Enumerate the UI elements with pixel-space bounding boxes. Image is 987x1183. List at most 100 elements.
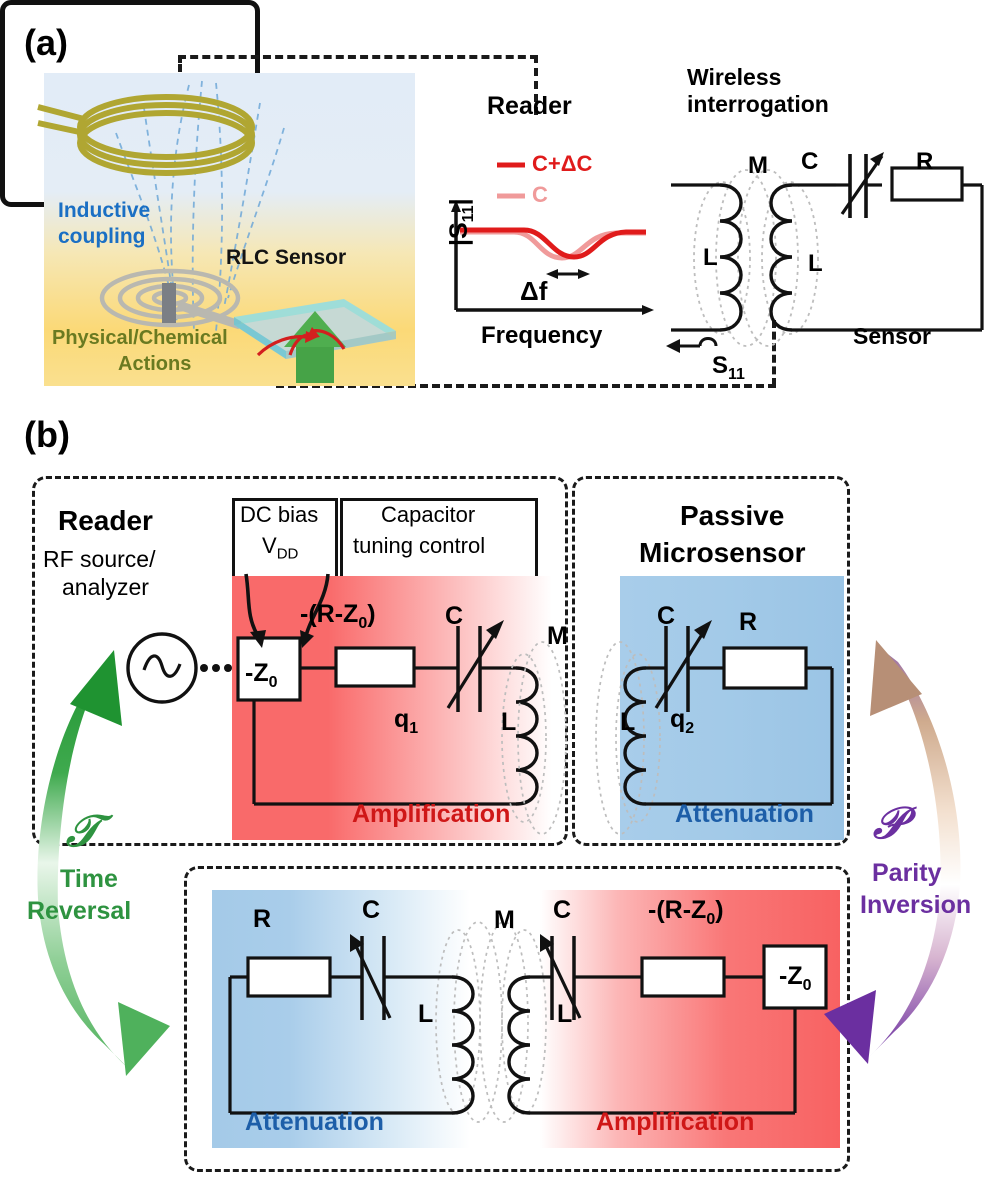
legend-line-c <box>497 193 525 199</box>
y-axis-sub: 11 <box>460 205 477 223</box>
y-axis-end: | <box>445 198 473 206</box>
label-s11-a: S11 <box>712 352 745 384</box>
wireless-line2: interrogation <box>687 91 829 117</box>
s11-y-axis-label: |S11| <box>445 198 478 246</box>
reader-title-b: Reader <box>58 505 153 536</box>
label-L-bottom-right: L <box>557 1000 573 1028</box>
time-reversal-arrow <box>37 650 170 1076</box>
gain-label-bottom: -(R-Z0) <box>648 896 724 929</box>
parity-inversion-line2: Inversion <box>860 891 972 919</box>
label-L-right-a: L <box>808 250 823 277</box>
bottom-circuit-schematic <box>228 921 828 1123</box>
y-axis-text: |S <box>445 222 473 246</box>
s-param-text: S <box>712 352 729 379</box>
label-C-microsensor: C <box>657 602 676 630</box>
reader-subtitle-2: analyzer <box>62 574 149 600</box>
gain-sub-bottom: 0 <box>706 911 716 928</box>
microsensor-dashed-box <box>572 476 850 846</box>
caption-attenuation-bottom: Attenuation <box>245 1108 384 1136</box>
z0-sub: 0 <box>268 674 278 691</box>
label-C-bottom-left: C <box>362 896 381 924</box>
z0-sub-bottom: 0 <box>802 977 812 994</box>
illustration-graphics <box>37 80 396 383</box>
legend-label-c: C <box>532 182 548 207</box>
s-param-sub: 11 <box>728 365 745 383</box>
label-L-top-reader: L <box>501 708 517 736</box>
gain-text: -(R-Z <box>300 600 359 628</box>
label-coupling: coupling <box>58 225 146 248</box>
microsensor-title-1: Passive <box>680 500 785 531</box>
time-reversal-symbol: 𝒯 <box>66 807 100 856</box>
label-inductive: Inductive <box>58 199 151 222</box>
panel-a-dash-bottom <box>276 384 776 388</box>
q2-text: q <box>670 705 686 733</box>
label-R-microsensor: R <box>739 608 758 636</box>
label-sensor-a: Sensor <box>853 323 931 349</box>
label-rlc-sensor: RLC Sensor <box>226 246 347 269</box>
dc-bias-v: V <box>262 533 277 558</box>
z0-box-label-bottom: -Z0 <box>779 962 812 995</box>
microsensor-title-2: Microsensor <box>639 537 806 568</box>
label-C-a: C <box>801 148 819 175</box>
amplification-region-bottom <box>540 890 840 1148</box>
label-q2: q2 <box>670 705 694 738</box>
reader-subtitle-1: RF source/ <box>43 546 156 572</box>
parity-inversion-arrow <box>824 640 961 1064</box>
microsensor-circuit-schematic <box>595 620 834 835</box>
time-reversal-line1: Time <box>60 865 118 893</box>
attenuation-region-bottom <box>212 890 470 1148</box>
label-R-a: R <box>916 148 934 175</box>
reader-title-a: Reader <box>487 92 572 120</box>
gain-end-bottom: ) <box>715 896 724 924</box>
legend-line-cdc <box>497 162 525 168</box>
panel-a-dash-top-right <box>534 55 538 115</box>
cap-tuning-line1: Capacitor <box>381 502 476 527</box>
time-reversal-line2: Reversal <box>27 897 132 925</box>
label-M-bottom: M <box>494 906 515 934</box>
parity-inversion-line1: Parity <box>872 859 942 887</box>
delta-f-annotation: Δf <box>520 276 548 306</box>
dc-bias-line1: DC bias <box>240 502 319 527</box>
panel-a-letter: (a) <box>24 22 68 63</box>
caption-amplification-bottom: Amplification <box>596 1108 755 1136</box>
amplification-region <box>232 576 552 840</box>
label-R-bottom-left: R <box>253 905 272 933</box>
gain-end: ) <box>367 600 376 628</box>
rlc-sensor-illustration: Inductive coupling RLC Sensor Physical/C… <box>37 73 415 386</box>
caption-amplification-top: Amplification <box>352 800 511 828</box>
panel-a-dash-top-left <box>178 55 182 81</box>
legend-label-cdc: C+ΔC <box>532 151 593 176</box>
panel-b-letter: (b) <box>24 414 70 455</box>
panel-a-dash-bottom-right <box>772 320 776 386</box>
z0-text: -Z <box>245 659 269 687</box>
panel-a-dash-top <box>178 55 538 59</box>
dc-bias-line2: VDD <box>262 533 298 562</box>
label-L-left-a: L <box>703 244 718 271</box>
caption-attenuation-top: Attenuation <box>675 800 814 828</box>
gain-label-top: -(R-Z0) <box>300 600 376 633</box>
label-L-microsensor: L <box>620 708 636 736</box>
label-C-bottom-right: C <box>553 896 572 924</box>
q1-text: q <box>394 705 410 733</box>
z0-text-bottom: -Z <box>779 962 803 990</box>
reader-dashed-box <box>32 476 568 846</box>
q1-sub: 1 <box>409 720 419 737</box>
label-M-a: M <box>748 152 768 179</box>
s11-plot <box>451 200 654 315</box>
label-physical-chemical: Physical/Chemical <box>52 327 228 349</box>
wireless-line1: Wireless <box>687 64 782 90</box>
label-L-bottom-left: L <box>418 1000 434 1028</box>
cap-tuning-line2: tuning control <box>353 533 486 558</box>
dc-bias-box[interactable] <box>232 498 338 579</box>
parity-inversion-symbol: 𝒫 <box>873 799 905 848</box>
sensor-circuit-schematic-a <box>666 152 984 353</box>
gain-sub: 0 <box>358 615 368 632</box>
label-actions: Actions <box>118 353 192 375</box>
label-q1: q1 <box>394 705 418 738</box>
q2-sub: 2 <box>685 720 695 737</box>
s11-x-axis-label: Frequency <box>481 322 603 349</box>
capacitor-tuning-box[interactable] <box>340 498 538 579</box>
reader-circuit-schematic <box>126 573 567 835</box>
dc-bias-sub: DD <box>276 545 299 563</box>
label-M-top: M <box>547 622 568 650</box>
